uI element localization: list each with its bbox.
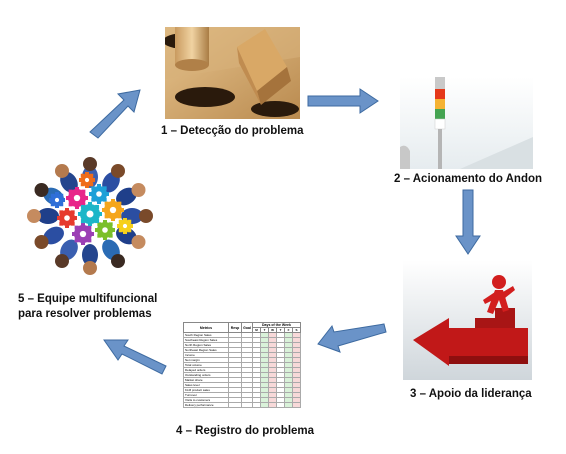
team-member-body <box>43 226 64 245</box>
gear-icon <box>66 187 88 209</box>
wooden-peg-blocks-icon <box>165 27 300 119</box>
sheet-cell <box>292 402 301 408</box>
sheet-cell <box>241 402 253 408</box>
step3-caption: 3 – Apoio da liderança <box>410 388 532 400</box>
team-member-head <box>55 163 69 178</box>
team-member-head <box>139 209 153 223</box>
arrow-step4-to-step5 <box>103 339 167 375</box>
red-figure-climbing-arrow-icon <box>403 260 532 380</box>
sheet-row: Total volume <box>183 362 301 368</box>
team-member-body <box>37 208 59 224</box>
team-member-head <box>34 183 49 197</box>
step5-caption-line2: para resolver problemas <box>18 308 152 320</box>
sheet-cell <box>268 402 277 408</box>
step2-caption: 2 – Acionamento do Andon <box>394 173 543 185</box>
team-member-head <box>55 254 69 269</box>
gear-icon <box>72 223 94 245</box>
team-member-body <box>82 244 98 266</box>
team-member-head <box>27 209 41 223</box>
andon-signal-tower-icon <box>400 77 533 169</box>
team-member-head <box>111 254 125 269</box>
sheet-row: Southeast Region Sales <box>183 337 301 343</box>
sheet-row: Visits to customers <box>183 397 301 403</box>
team-member-head <box>83 157 97 171</box>
step5-image <box>17 148 164 285</box>
arrow-step2-to-step3 <box>455 189 481 255</box>
team-member-body <box>116 187 137 206</box>
sheet-row: North Region Sales <box>183 342 301 348</box>
sheet-col-goal: Goal <box>241 322 253 333</box>
gear-icon <box>102 199 124 221</box>
step1-caption: 1 – Detecção do problema <box>161 125 304 137</box>
gear-icon <box>95 220 115 240</box>
sheet-row: Delivery performance <box>183 402 301 408</box>
team-member-head <box>83 261 97 275</box>
gear-icon <box>57 208 77 228</box>
team-member-head <box>34 235 49 249</box>
sheet-row: Outstanding orders <box>183 372 301 378</box>
sheet-cell <box>260 402 269 408</box>
team-member-head <box>111 163 125 178</box>
step2-image <box>400 77 533 169</box>
sheet-cell <box>252 402 261 408</box>
sheet-cell <box>276 402 285 408</box>
arrow-step3-to-step4 <box>317 323 387 353</box>
arrow-step1-to-step2 <box>307 88 379 114</box>
step4-caption: 4 – Registro do problema <box>176 425 315 437</box>
team-member-head <box>131 183 146 197</box>
team-with-gears-icon <box>17 148 164 285</box>
arrow-step5-to-step1 <box>89 89 141 139</box>
team-member-head <box>131 235 146 249</box>
sheet-col-resp: Resp <box>228 322 242 333</box>
gear-icon <box>78 202 102 226</box>
gear-icon <box>79 172 95 188</box>
sheet-cell <box>228 402 242 408</box>
gear-icon <box>89 184 109 204</box>
gear-icon <box>117 218 133 234</box>
step3-image <box>403 260 532 380</box>
step5-caption-line1: 5 – Equipe multifuncional <box>18 293 158 305</box>
step1-image <box>165 27 300 119</box>
gear-icon <box>49 192 65 208</box>
sheet-row: KLM product sales <box>183 387 301 393</box>
sheet-col-metrics: Metrics <box>183 322 229 333</box>
sheet-row-label: Delivery performance <box>183 402 229 408</box>
sheet-cell <box>284 402 293 408</box>
